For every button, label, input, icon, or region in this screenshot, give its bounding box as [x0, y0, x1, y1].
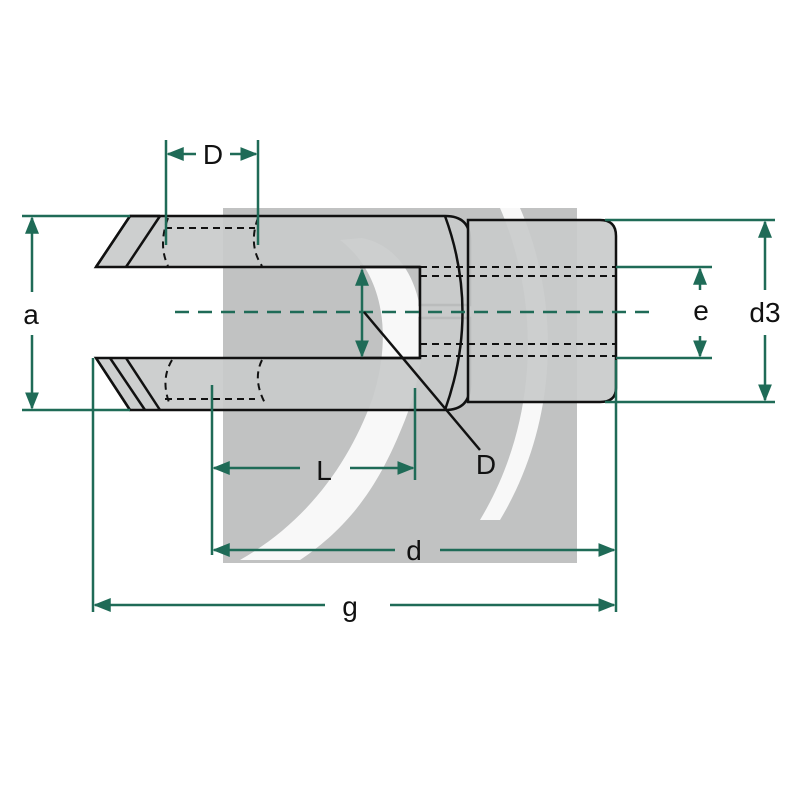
label-L: L: [316, 455, 332, 486]
chamfer-lower: [94, 357, 162, 411]
dimension-d3: d3: [605, 218, 781, 404]
dimension-L: L: [210, 385, 417, 555]
dimension-D-top: D: [164, 139, 260, 245]
hidden-edges: [162, 217, 616, 406]
chamfer-upper: [94, 215, 162, 268]
label-g: g: [342, 591, 358, 622]
dimension-a: a: [22, 214, 130, 412]
dimension-e: e: [616, 265, 712, 360]
label-D-pin: D: [476, 449, 496, 480]
dimension-g: g: [91, 358, 616, 622]
dimension-D-pin: D: [363, 311, 496, 480]
label-d: d: [406, 535, 422, 566]
dimension-d: d: [212, 360, 618, 612]
label-d3: d3: [749, 297, 780, 328]
label-e: e: [693, 295, 709, 326]
label-a: a: [23, 299, 39, 330]
label-D-top: D: [203, 139, 223, 170]
